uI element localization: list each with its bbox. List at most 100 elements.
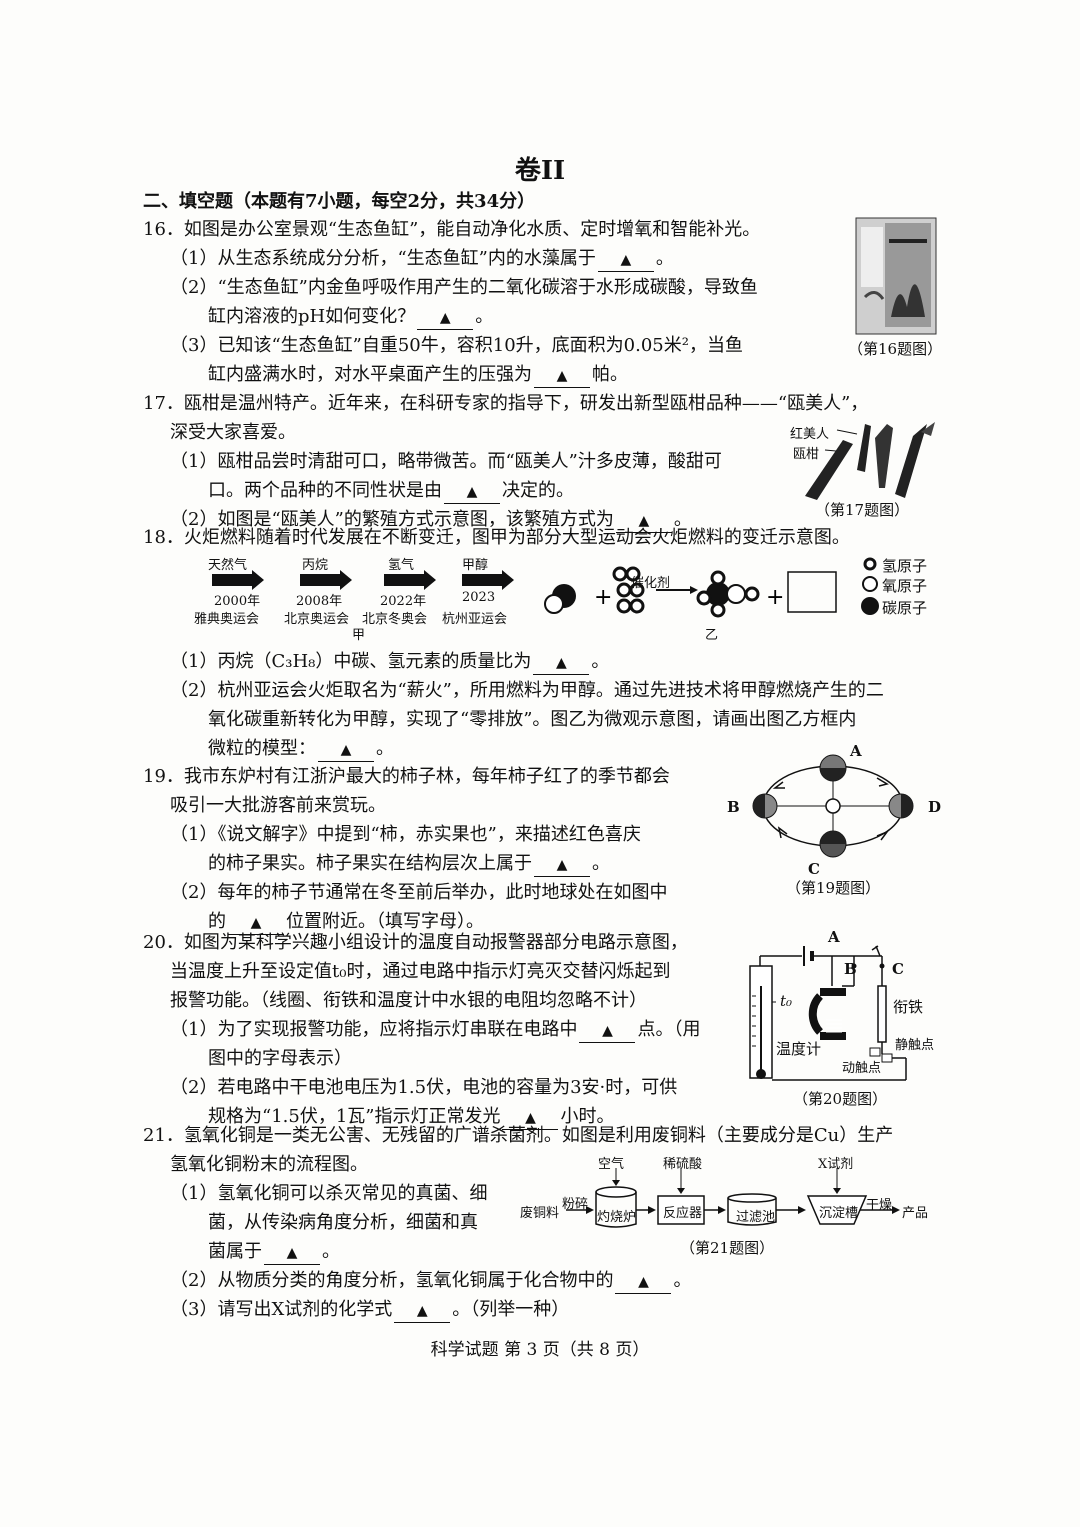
flow-filter: 过滤池 <box>736 1210 776 1225</box>
q16-part2b: 缸内溶液的pH如何变化？▲。 <box>208 302 493 332</box>
earth-orbit-diagram <box>752 754 914 858</box>
circuit-label-a: A <box>828 928 840 946</box>
q21-stem2: 氢氧化铜粉末的流程图。 <box>170 1154 368 1175</box>
q19-stem2: 吸引一大批游客前来赏玩。 <box>170 795 386 816</box>
fig-label-jia: 甲 <box>352 628 366 643</box>
fuel-event: 杭州亚运会 <box>442 612 508 627</box>
fig-label-yi: 乙 <box>705 628 719 643</box>
fuel-year: 2000年 <box>214 594 261 609</box>
q21-part2: （2）从物质分类的角度分析，氢氧化铜属于化合物中的▲。 <box>170 1266 691 1296</box>
answer-blank[interactable]: ▲ <box>615 1270 672 1294</box>
q21-part1a: （1）氢氧化铜可以杀灭常见的真菌、细 <box>170 1183 488 1204</box>
fig16-caption: （第16题图） <box>848 340 943 358</box>
fig19-caption: （第19题图） <box>786 879 881 897</box>
q20-part2a: （2）若电路中干电池电压为1.5伏，电池的容量为3安·时，可供 <box>170 1077 678 1098</box>
q20-stem1: 20．如图为某科学兴趣小组设计的温度自动报警器部分电路示意图， <box>143 932 688 953</box>
atom-legend-icons <box>861 557 879 615</box>
q19-part1b: 的柿子果实。柿子果实在结构层次上属于▲。 <box>208 849 610 879</box>
flow-input: 废铜料 <box>520 1206 560 1221</box>
fuel-event: 雅典奥运会 <box>194 612 260 627</box>
q20-stem2: 当温度上升至设定值t₀时，通过电路中指示灯亮灭交替闪烁起到 <box>170 961 671 982</box>
circuit-label-b: B <box>844 960 857 978</box>
armature-icon <box>877 985 887 1043</box>
micro-reaction-diagram: + + <box>544 566 837 618</box>
answer-blank[interactable]: ▲ <box>579 1019 636 1043</box>
fuel-arrows <box>212 570 514 590</box>
q19-part2a: （2）每年的柿子节通常在冬至前后举办，此时地球处在如图中 <box>170 882 668 903</box>
fuel-year: 2022年 <box>380 594 427 609</box>
flow-reagent: X试剂 <box>818 1157 854 1172</box>
flow-air: 空气 <box>598 1157 625 1172</box>
fig21-caption: （第21题图） <box>680 1239 775 1257</box>
q16-stem: 16．如图是办公室景观“生态鱼缸”，能自动净化水质、定时增氧和智能补光。 <box>143 219 761 240</box>
q18-part2a: （2）杭州亚运会火炬取名为“薪火”，所用燃料为甲醇。通过先进技术将甲醇燃烧产生的… <box>170 680 884 701</box>
fuel-event: 北京冬奥会 <box>362 612 428 627</box>
answer-blank[interactable]: ▲ <box>597 248 654 272</box>
answer-blank[interactable]: ▲ <box>394 1299 451 1323</box>
q21-part1c: 菌属于▲。 <box>208 1237 340 1267</box>
circuit-label-c: C <box>892 960 904 978</box>
flow-settle: 沉淀槽 <box>819 1206 859 1221</box>
fuel-timeline: 天然气 丙烷 氢气 甲醇 2000年 2008年 2022年 2023 雅典奥运… <box>190 554 520 644</box>
answer-box[interactable] <box>787 571 837 613</box>
q18-part1: （1）丙烷（C₃H₈）中碳、氢元素的质量比为▲。 <box>170 647 609 677</box>
q16-part3b: 缸内盛满水时，对水平桌面产生的压强为▲帕。 <box>208 360 628 390</box>
answer-blank[interactable]: ▲ <box>264 1241 320 1265</box>
fish-tank-photo <box>855 217 937 335</box>
electromagnet-icon <box>808 993 824 1035</box>
answer-blank[interactable]: ▲ <box>444 480 500 504</box>
orbit-label-a: A <box>850 742 862 760</box>
q19-part2b: 的▲位置附近。（填写字母）。 <box>208 907 484 937</box>
circuit-label-armature: 衔铁 <box>893 998 924 1016</box>
q17-part1b: 口。两个品种的不同性状是由▲决定的。 <box>208 476 574 506</box>
q16-part2a: （2）“生态鱼缸”内金鱼呼吸作用产生的二氧化碳溶于水形成碳酸，导致鱼 <box>170 277 758 298</box>
catalyst-label: 催化剂 <box>631 576 671 591</box>
answer-blank[interactable]: ▲ <box>417 306 474 330</box>
answer-blank[interactable]: ▲ <box>318 738 374 762</box>
fuel-name: 氢气 <box>388 558 415 573</box>
fuel-name: 丙烷 <box>302 558 329 573</box>
svg-text:+: + <box>766 585 784 610</box>
section-heading: 二、填空题（本题有7小题，每空2分，共34分） <box>143 191 536 212</box>
circuit-label-thermometer: 温度计 <box>776 1040 822 1058</box>
q21-stem1: 21．氢氧化铜是一类无公害、无残留的广谱杀菌剂。如图是利用废铜料（主要成分是Cu… <box>143 1125 894 1146</box>
flow-acid: 稀硫酸 <box>663 1157 703 1172</box>
answer-blank[interactable]: ▲ <box>502 1106 559 1130</box>
q20-stem3: 报警功能。（线圈、衔铁和温度计中水银的电阻均忽略不计） <box>170 990 647 1011</box>
fuel-year: 2023 <box>462 590 496 605</box>
circuit-label-t0: t₀ <box>780 992 793 1010</box>
legend-oxygen: 氧原子 <box>882 577 928 595</box>
q21-part1b: 菌，从传染病角度分析，细菌和真 <box>208 1212 478 1233</box>
alarm-circuit-diagram <box>749 945 907 1081</box>
q18-part2b: 氧化碳重新转化为甲醇，实现了“零排放”。图乙为微观示意图，请画出图乙方框内 <box>208 709 857 730</box>
answer-blank[interactable]: ▲ <box>228 911 284 935</box>
flow-dry: 干燥 <box>866 1198 893 1213</box>
q20-part1a: （1）为了实现报警功能，应将指示灯串联在电路中▲点。（用 <box>170 1015 700 1045</box>
flow-furnace: 灼烧炉 <box>597 1210 637 1225</box>
flow-reactor: 反应器 <box>663 1206 703 1221</box>
q17-stem2: 深受大家喜爱。 <box>170 422 296 443</box>
orbit-label-c: C <box>808 860 820 878</box>
answer-blank[interactable]: ▲ <box>533 651 590 675</box>
legend-hydrogen: 氢原子 <box>882 557 928 575</box>
q16-part3a: （3）已知该“生态鱼缸”自重50牛，容积10升，底面积为0.05米²，当鱼 <box>170 335 743 356</box>
fig17-caption: （第17题图） <box>815 501 910 519</box>
page-footer: 科学试题 第 3 页（共 8 页） <box>430 1340 650 1360</box>
circuit-label-moving-contact: 动触点 <box>842 1061 882 1076</box>
flow-product: 产品 <box>902 1206 929 1221</box>
fuel-name: 甲醇 <box>462 558 489 573</box>
flow-crush: 粉碎 <box>562 1197 589 1212</box>
q21-part3: （3）请写出X试剂的化学式▲。（列举一种） <box>170 1295 569 1325</box>
answer-blank[interactable]: ▲ <box>615 509 672 533</box>
fuel-event: 北京奥运会 <box>284 612 350 627</box>
grafting-diagram <box>805 422 935 500</box>
q19-stem1: 19．我市东炉村有江浙沪最大的柿子林，每年柿子红了的季节都会 <box>143 766 670 787</box>
orbit-label-d: D <box>928 798 942 816</box>
answer-blank[interactable]: ▲ <box>534 853 590 877</box>
q17-part1a: （1）瓯柑品尝时清甜可口，略带微苦。而“瓯美人”汁多皮薄，酸甜可 <box>170 451 722 472</box>
q17-part2: （2）如图是“瓯美人”的繁殖方式示意图，该繁殖方式为▲。 <box>170 505 692 535</box>
q20-part2b: 规格为“1.5伏，1瓦”指示灯正常发光▲小时。 <box>208 1102 614 1132</box>
answer-blank[interactable]: ▲ <box>534 364 590 388</box>
legend-carbon: 碳原子 <box>882 599 928 617</box>
